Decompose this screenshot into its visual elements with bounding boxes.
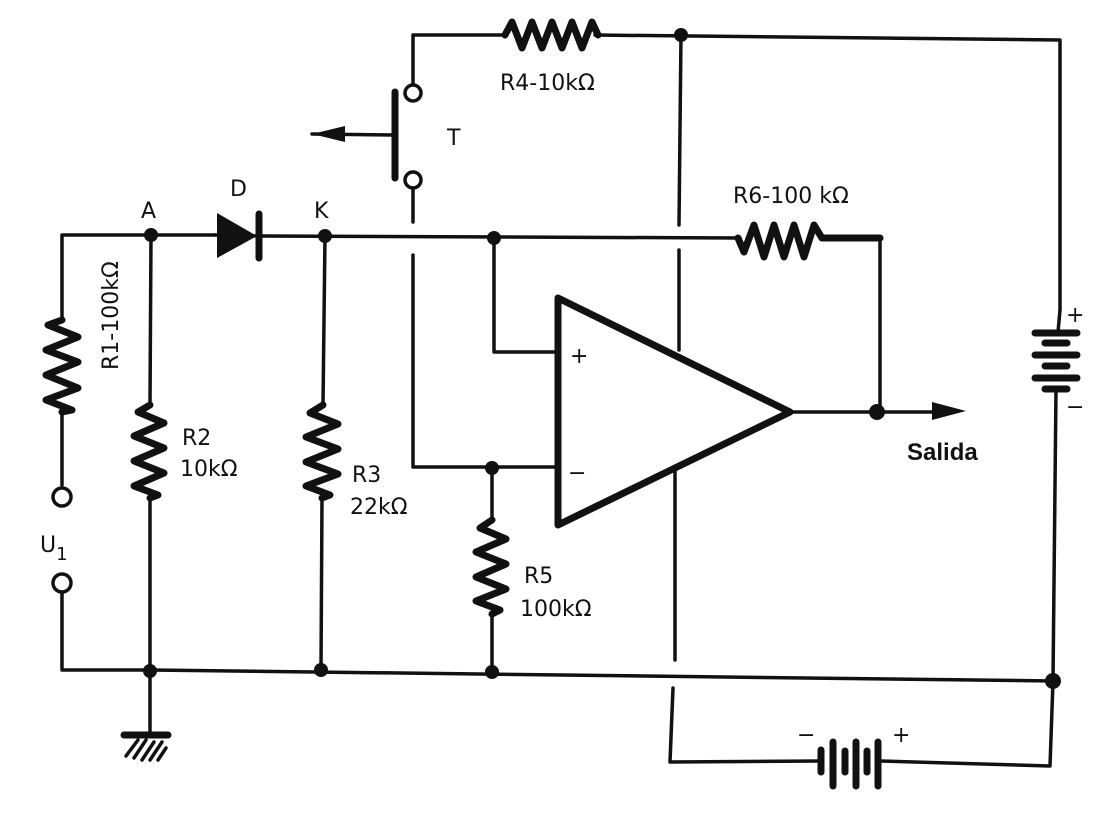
r5-name: R5 (524, 564, 553, 589)
ground-rail (148, 668, 1057, 683)
opamp-supply-positive (677, 33, 683, 227)
r5-value: 100kΩ (520, 597, 592, 622)
battery-right-plus: + (1066, 303, 1084, 328)
opamp-minus-label: − (568, 461, 586, 486)
ground-icon (120, 669, 172, 762)
output-arrow-icon (932, 402, 966, 420)
resistor-r1 (42, 316, 82, 416)
resistor-r2 (130, 401, 168, 502)
minus-input-wire (411, 253, 557, 469)
r2-value: 10kΩ (180, 457, 238, 482)
resistor-r5 (472, 516, 510, 618)
r2-name: R2 (182, 426, 211, 451)
battery-right-icon (1031, 308, 1081, 683)
battery-right-minus: − (1066, 395, 1084, 420)
r3-value: 22kΩ (350, 495, 408, 520)
diode-label: D (230, 177, 247, 202)
input-wire-top (60, 233, 217, 322)
resistor-r6 (734, 221, 884, 261)
input-label: U1 (40, 533, 68, 565)
battery-bottom-icon (817, 679, 1055, 790)
r3-lead-top (321, 234, 327, 407)
top-wire (411, 33, 1062, 312)
arrow-icon (312, 126, 345, 142)
output-label: Salida (907, 439, 978, 466)
input-terminal-bottom[interactable] (51, 572, 73, 594)
resistor-r3 (302, 401, 342, 502)
r6-label: R6-100 kΩ (733, 184, 849, 209)
r2-lead-top (148, 233, 153, 407)
r4-label: R4-10kΩ (500, 71, 595, 96)
battery-bottom-plus: + (892, 723, 910, 748)
opamp-plus-label: + (570, 344, 588, 369)
t-label: T (446, 126, 461, 151)
r3-name: R3 (352, 463, 381, 488)
ground-junction-r5 (485, 665, 499, 679)
input-terminal-top[interactable] (51, 486, 73, 508)
main-node-wire (260, 234, 742, 240)
battery-bottom-minus: − (797, 723, 815, 748)
resistor-r4 (501, 18, 602, 52)
plus-input-wire (492, 236, 557, 354)
input-wire-bottom (60, 590, 152, 672)
output-junction (869, 404, 885, 420)
switch-contact-top (403, 83, 423, 103)
node-a-label: A (141, 199, 156, 224)
push-button-t[interactable] (310, 83, 423, 190)
bottom-battery-wire-left (668, 686, 822, 764)
ground-junction-r3 (314, 663, 328, 677)
node-k-label: K (314, 199, 329, 224)
r3-lead-bottom (319, 496, 324, 672)
r1-label: R1-100kΩ (99, 261, 124, 370)
diode-d (213, 210, 264, 262)
switch-contact-bottom (403, 170, 423, 190)
opamp (554, 294, 794, 529)
